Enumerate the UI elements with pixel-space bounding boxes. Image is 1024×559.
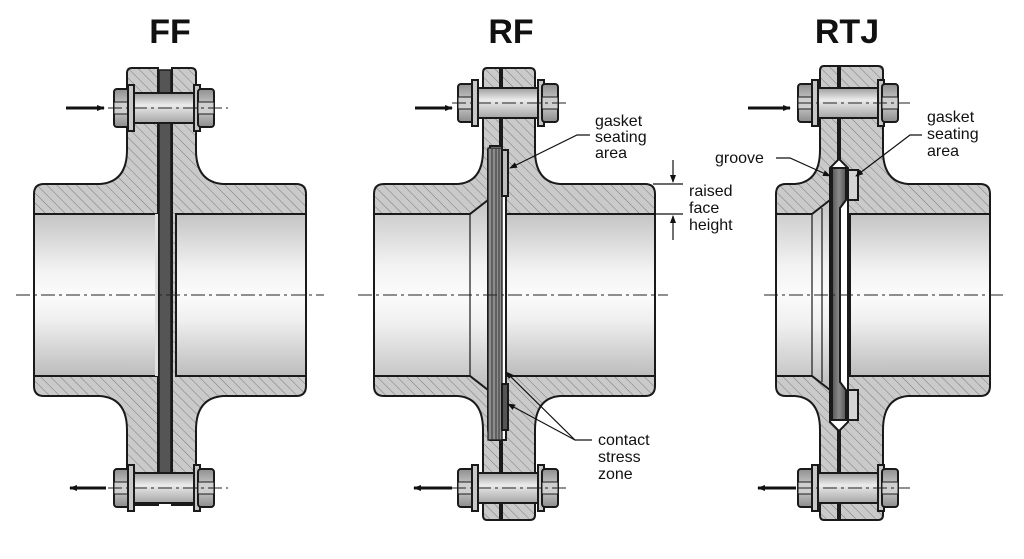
svg-text:groove: groove [715,150,764,167]
svg-text:contact: contact [598,432,650,449]
rf-annotation-raised-face-height: raised face height [653,160,733,240]
svg-text:raised: raised [689,183,733,200]
rtj-ring-gasket [831,167,847,421]
rtj-annotation-gasket-seating-area: gasket seating area [855,109,979,177]
svg-text:height: height [689,217,733,234]
rf-raised-face-top [501,149,509,197]
svg-text:area: area [595,145,627,162]
ff-gasket [158,69,172,504]
panel-rtj: RTJ groove gasket sea [715,13,1004,521]
panel-title-rf: RF [488,13,533,51]
panel-title-rtj: RTJ [815,13,879,51]
panel-rf: RF gasket seating area [358,13,733,521]
svg-text:seating: seating [927,126,979,143]
rf-annotation-gasket-seating-area: gasket seating area [509,113,647,169]
svg-text:face: face [689,200,719,217]
panel-title-ff: FF [149,13,191,51]
svg-text:gasket: gasket [595,113,643,130]
svg-text:area: area [927,143,959,160]
svg-text:stress: stress [598,449,641,466]
svg-text:gasket: gasket [927,109,975,126]
rf-raised-face-bottom [501,383,509,431]
panel-ff: FF [16,13,324,512]
rf-gasket [487,147,503,441]
svg-text:seating: seating [595,129,647,146]
rtj-annotation-groove: groove [715,150,831,177]
rf-bore-right [505,213,656,377]
svg-text:zone: zone [598,466,633,483]
rf-annotation-contact-stress-zone: contact stress zone [505,371,650,483]
rtj-groove-top [847,169,859,201]
rtj-groove-bottom [847,389,859,421]
